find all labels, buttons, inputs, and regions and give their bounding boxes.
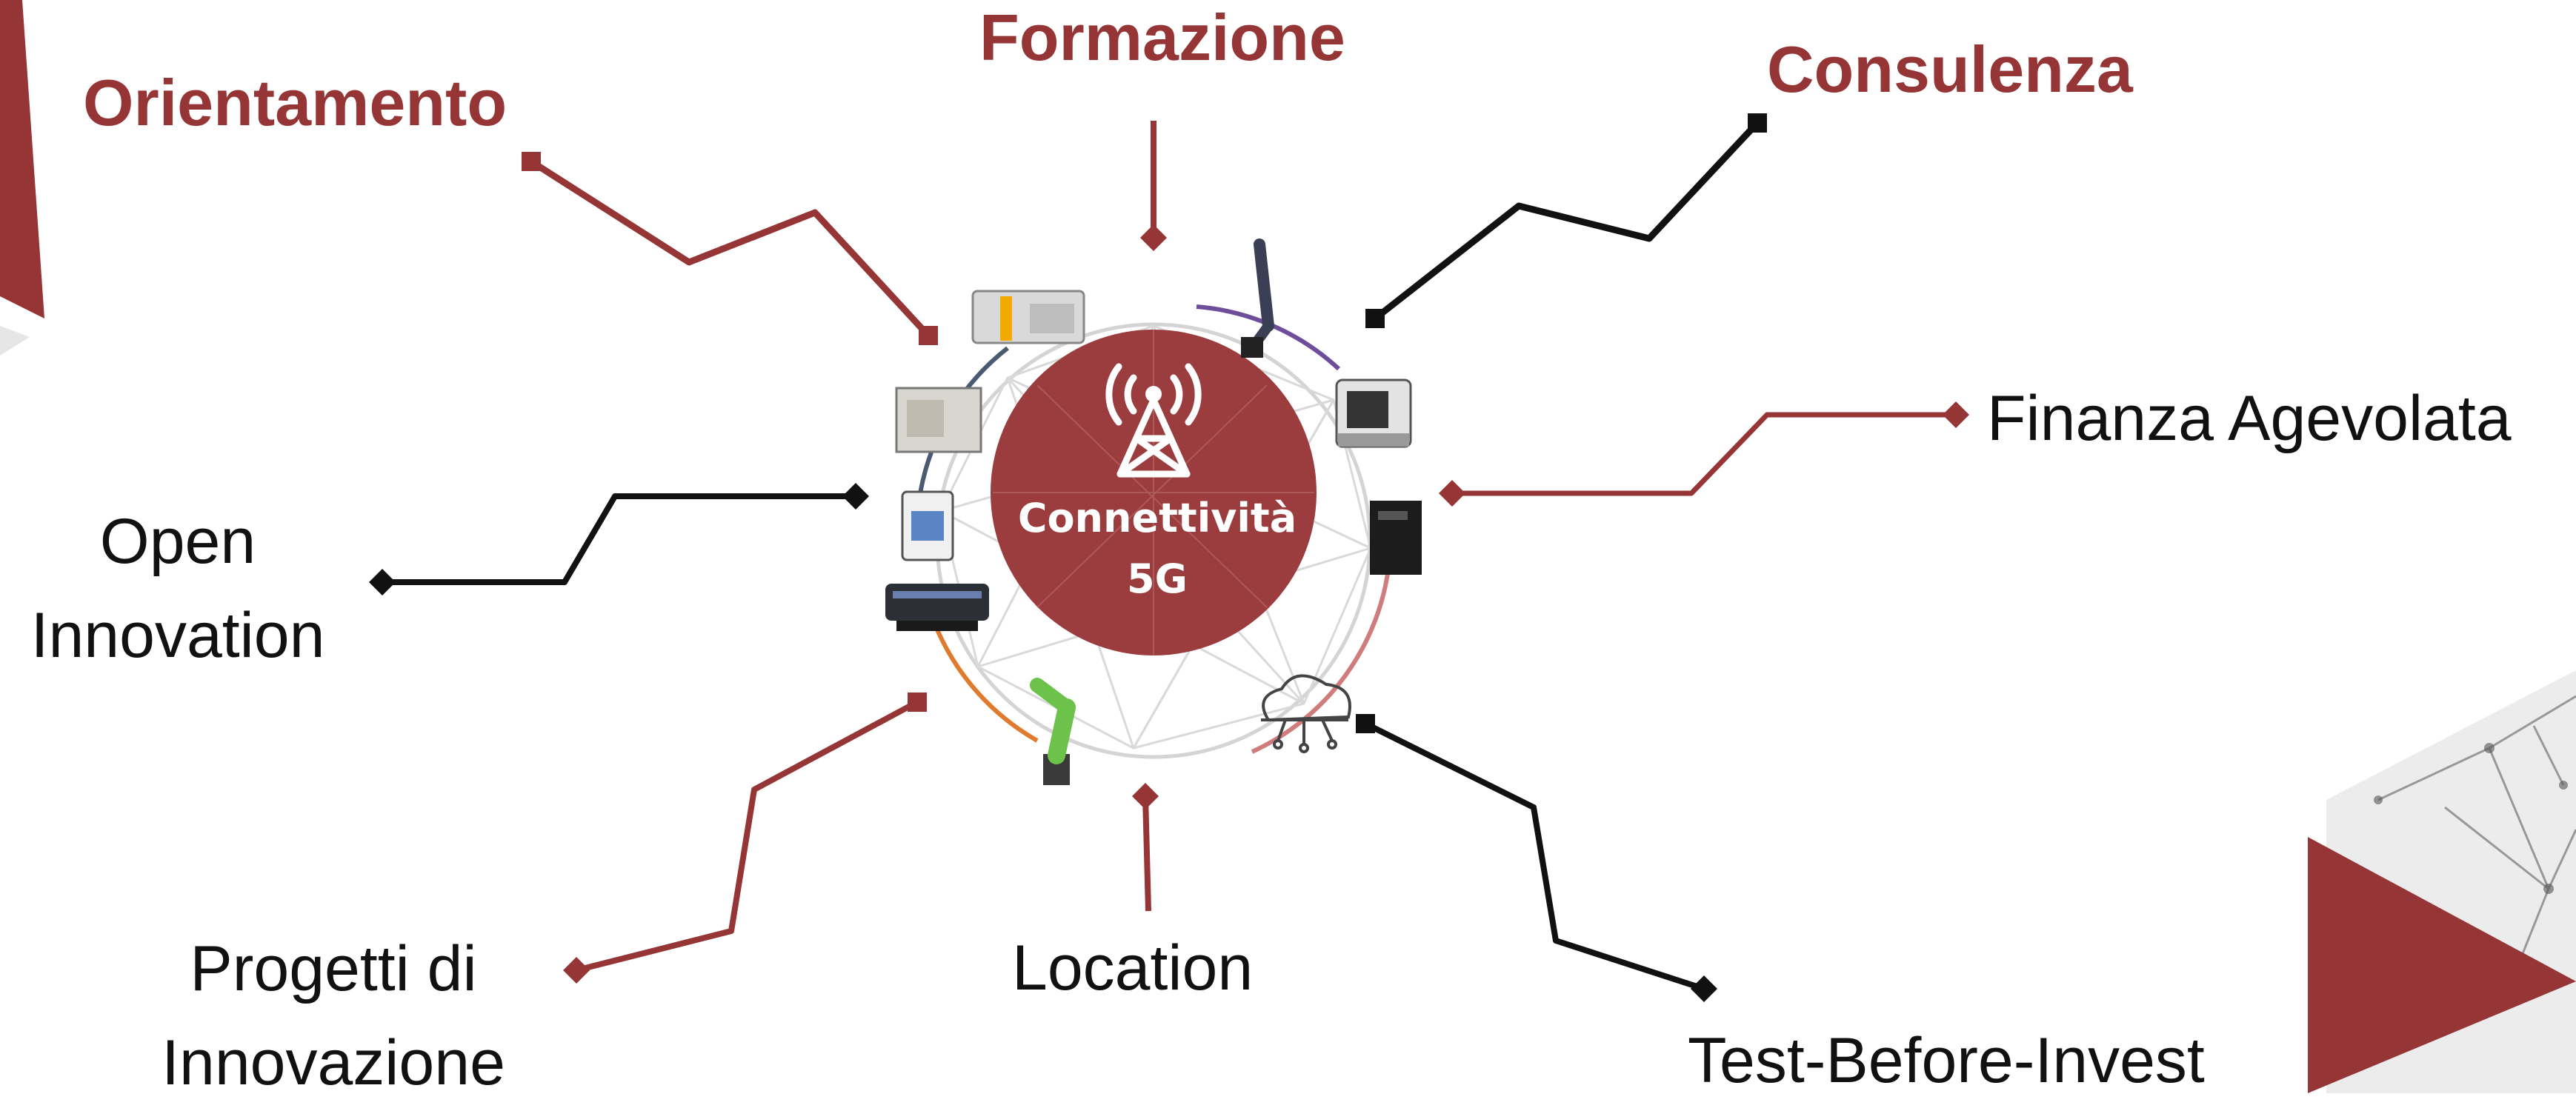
connector-finanza [1439,401,1969,507]
label-progetti-line2: Innovazione [162,1027,505,1099]
collaborative-robot-arm-icon [1030,678,1076,785]
label-formazione: Formazione [979,1,1345,74]
corner-triangle-shadow [0,326,30,356]
climatic-chamber-icon [895,387,982,453]
connector-location [1132,783,1159,912]
connector-open-innovation [369,483,869,595]
label-consulenza: Consulenza [1767,33,2133,106]
label-finanza-agevolata: Finanza Agevolata [1987,383,2512,454]
3d-printer-icon [901,490,954,561]
center-label-line2: 5G [1127,556,1188,602]
label-open-innovation: Open Innovation [15,495,341,684]
corner-triangle-top-left [0,0,44,318]
robotic-measuring-arm-icon [1241,238,1274,358]
label-test-before-invest: Test-Before-Invest [1688,1025,2205,1096]
label-location: Location [1012,932,1254,1004]
arc-rose [1251,562,1391,754]
connector-test [1356,714,1717,1002]
label-open-line2: Innovation [30,600,325,672]
cnc-machine-icon [1335,378,1412,448]
center-label-line1: Connettività [1018,495,1297,541]
mobile-robot-icon [885,584,989,631]
connector-orientamento [522,152,938,345]
corner-triangle-bottom-right [2308,837,2576,1093]
label-open-line1: Open [99,506,256,577]
label-progetti-line1: Progetti di [190,933,477,1004]
server-cabinet-icon [1370,501,1422,575]
lab-instrument-icon [971,290,1085,344]
center-disc-mesh [993,330,1314,655]
antenna-tower-icon [1105,363,1202,478]
arc-orange [935,628,1039,743]
connector-consulenza [1365,113,1767,328]
label-orientamento: Orientamento [83,66,507,139]
ai-brain-circuit-icon [1261,674,1351,753]
label-progetti-innovazione: Progetti di Innovazione [133,922,533,1111]
connector-formazione [1140,121,1167,251]
connector-progetti [563,693,927,984]
corner-network-lines [2377,695,2576,964]
